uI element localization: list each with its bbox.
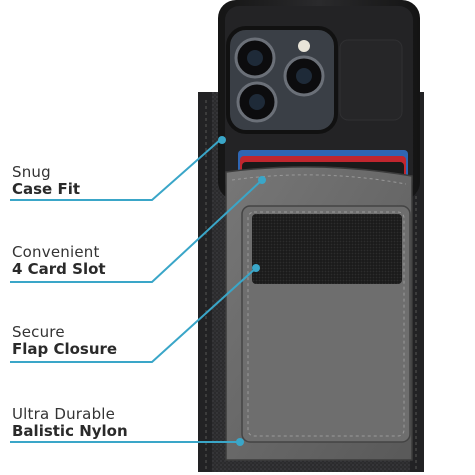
callout-dots bbox=[218, 136, 266, 446]
feature-label-line2: Case Fit bbox=[12, 180, 81, 199]
phone-case bbox=[218, 0, 420, 200]
feature-label-line1: Convenient bbox=[12, 243, 100, 261]
feature-label-line1: Ultra Durable bbox=[12, 405, 116, 423]
feature-label-line2: Balistic Nylon bbox=[12, 422, 128, 441]
feature-label-line1: Snug bbox=[12, 163, 51, 181]
feature-label-flap-closure: Secure Flap Closure bbox=[12, 323, 118, 359]
flap-closure bbox=[241, 205, 411, 443]
feature-label-line2: Flap Closure bbox=[12, 340, 118, 359]
callout-lines bbox=[10, 139, 263, 443]
feature-label-case-fit: Snug Case Fit bbox=[12, 163, 81, 199]
feature-label-nylon: Ultra Durable Balistic Nylon bbox=[12, 405, 128, 441]
feature-label-card-slot: Convenient 4 Card Slot bbox=[12, 243, 106, 279]
feature-label-line2: 4 Card Slot bbox=[12, 260, 106, 279]
feature-label-line1: Secure bbox=[12, 323, 65, 341]
